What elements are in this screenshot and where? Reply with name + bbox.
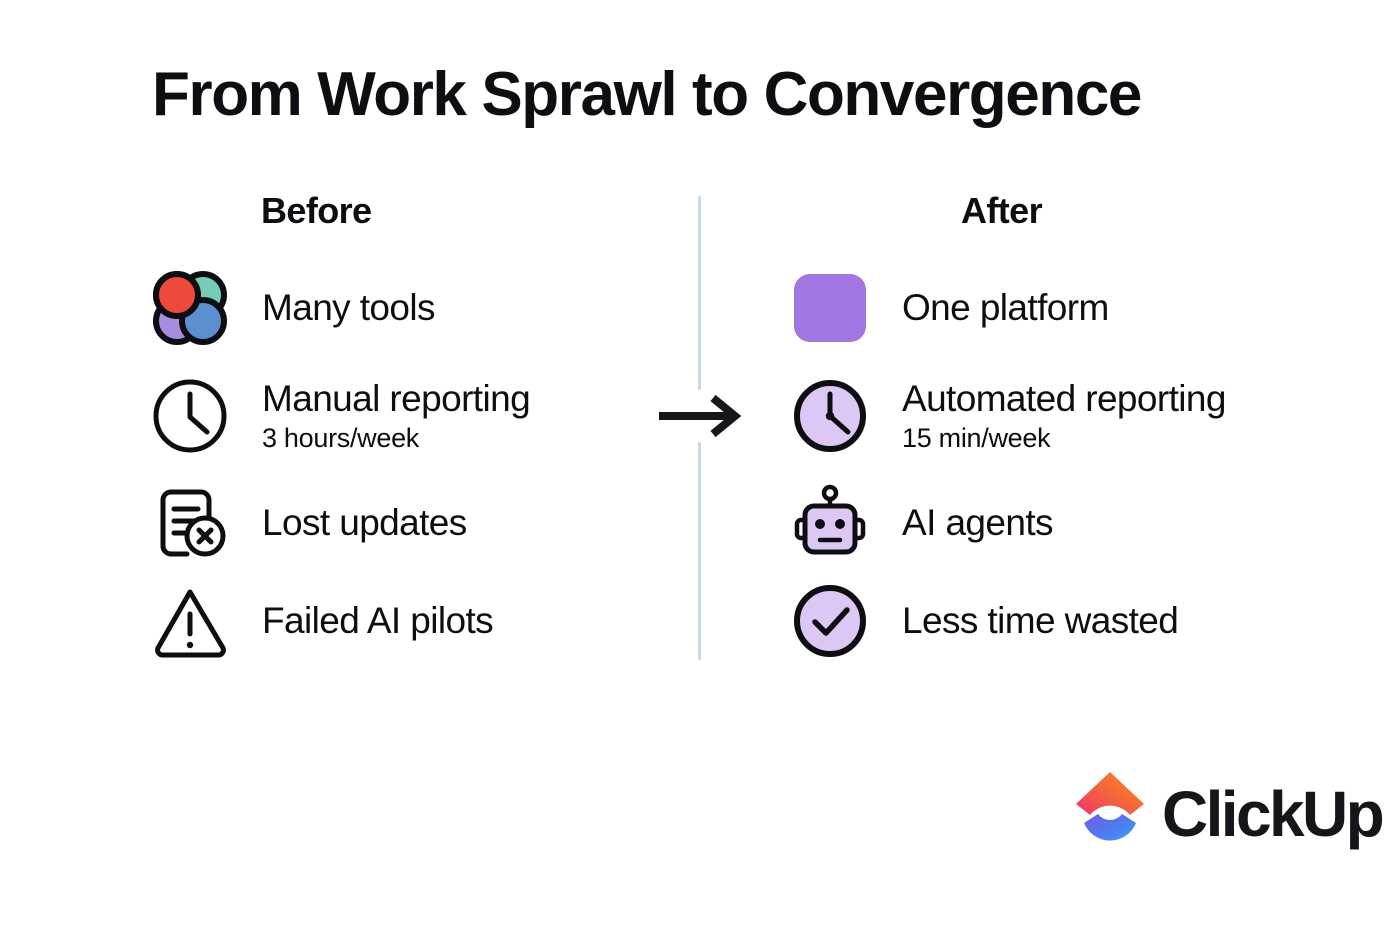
list-item-label: AI agents — [902, 502, 1054, 544]
list-item-label: Automated reporting — [902, 377, 1226, 419]
list-item: Failed AI pilots — [151, 582, 494, 660]
check-circle-icon — [791, 582, 869, 660]
document-error-icon — [151, 484, 229, 562]
divider-line-bottom — [698, 442, 701, 660]
divider-line-top — [698, 196, 701, 390]
list-item-labels: Automated reporting 15 min/week — [902, 377, 1226, 453]
list-item: Many tools — [151, 269, 436, 347]
four-circles-icon — [151, 269, 229, 347]
list-item: AI agents — [791, 484, 1054, 562]
list-item-sublabel: 15 min/week — [902, 422, 1051, 453]
list-item-label: Manual reporting — [262, 377, 531, 419]
list-item-labels: Less time wasted — [902, 600, 1179, 642]
list-item-labels: Failed AI pilots — [262, 600, 494, 642]
list-item-label: One platform — [902, 287, 1109, 329]
list-item: Less time wasted — [791, 582, 1179, 660]
list-item-label: Many tools — [262, 287, 436, 329]
list-item-label: Lost updates — [262, 502, 467, 544]
list-item: Lost updates — [151, 484, 467, 562]
page-title: From Work Sprawl to Convergence — [152, 60, 1142, 129]
list-item-label: Less time wasted — [902, 600, 1179, 642]
column-header-after: After — [961, 190, 1043, 231]
list-item-labels: Many tools — [262, 287, 436, 329]
purple-square-icon — [791, 269, 869, 347]
column-header-before: Before — [261, 190, 372, 231]
list-item-labels: One platform — [902, 288, 1109, 328]
warning-triangle-icon — [151, 582, 229, 660]
purple-square-shape — [794, 274, 866, 342]
clickup-wordmark: ClickUp — [1162, 777, 1385, 850]
clock-filled-icon — [791, 377, 869, 455]
list-item-labels: Manual reporting 3 hours/week — [262, 377, 531, 453]
clickup-logo: ClickUp — [1074, 772, 1385, 855]
list-item-labels: Lost updates — [262, 503, 467, 543]
list-item: Automated reporting 15 min/week — [791, 372, 1226, 460]
list-item-labels: AI agents — [902, 502, 1054, 544]
list-item-label: Failed AI pilots — [262, 600, 494, 642]
list-item: Manual reporting 3 hours/week — [151, 372, 531, 460]
list-item-sublabel: 3 hours/week — [262, 422, 419, 453]
clickup-logo-icon — [1074, 772, 1146, 855]
clock-outline-icon — [151, 377, 229, 455]
list-item: One platform — [791, 269, 1109, 347]
arrow-right-icon — [655, 390, 747, 442]
robot-icon — [791, 484, 869, 562]
